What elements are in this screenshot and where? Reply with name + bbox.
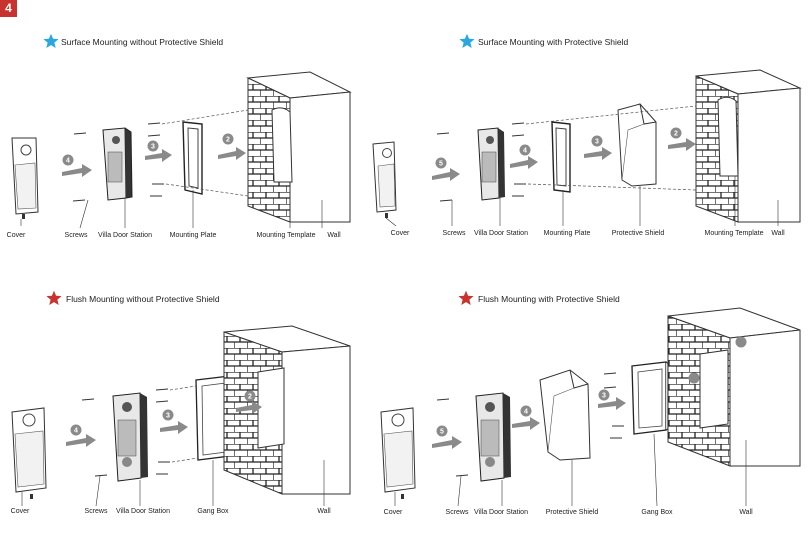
svg-text:4: 4: [74, 428, 78, 435]
svg-text:3: 3: [595, 139, 599, 146]
label-wall: Wall: [771, 230, 785, 237]
label-cover: Cover: [6, 232, 26, 239]
villa-door-station: [475, 392, 511, 482]
arrow-step-3: [598, 397, 626, 410]
villa-door-station: [477, 127, 505, 201]
label-villa-door-station: Villa Door Station: [474, 230, 528, 237]
wall: [695, 69, 802, 223]
svg-text:3: 3: [151, 144, 155, 151]
arrow-step-4: [512, 417, 540, 430]
blue-star-icon: [459, 33, 475, 49]
cover: [11, 137, 39, 219]
arrow-step-5: [432, 168, 460, 181]
label-mounting-plate: Mounting Plate: [169, 232, 217, 239]
label-villa-door-station: Villa Door Station: [474, 509, 528, 516]
villa-door-station: [102, 127, 133, 201]
arrow-step-4: [510, 156, 538, 169]
label-screws: Screws: [442, 230, 466, 237]
label-villa-door-station: Villa Door Station: [116, 508, 170, 515]
label-mounting-template: Mounting Template: [256, 232, 316, 239]
label-protective-shield: Protective Shield: [545, 509, 599, 516]
arrow-step-2: [218, 147, 246, 160]
label-screws: Screws: [64, 232, 88, 239]
label-protective-shield: Protective Shield: [611, 230, 665, 237]
blue-star-icon: [43, 33, 59, 49]
villa-door-station: [112, 392, 148, 482]
label-screws: Screws: [84, 508, 108, 515]
arrow-step-2: [236, 401, 262, 414]
panel-surface-no-shield: 4 3 2: [11, 71, 352, 229]
label-wall: Wall: [317, 508, 331, 515]
panel-title-surface-shield: Surface Mounting with Protective Shield: [478, 37, 629, 47]
svg-text:2: 2: [674, 131, 678, 138]
svg-text:4: 4: [524, 409, 528, 416]
wall: [246, 71, 352, 223]
step-number-badge: 4: [0, 0, 17, 17]
label-mounting-template: Mounting Template: [704, 230, 764, 237]
label-gang-box: Gang Box: [197, 508, 229, 515]
protective-shield: [539, 369, 591, 461]
panel-surface-shield: 5 4 3 2: [372, 69, 802, 227]
panel-flush-no-shield: 4 3 2: [11, 325, 351, 507]
arrow-step-5: [432, 436, 462, 449]
arrow-step-2: [668, 138, 696, 151]
red-star-icon: [458, 290, 474, 306]
svg-text:2: 2: [248, 394, 252, 401]
arrow-step-3: [145, 149, 172, 162]
label-cover: Cover: [383, 509, 403, 516]
svg-text:4: 4: [66, 158, 70, 165]
panel-title-flush-no-shield: Flush Mounting without Protective Shield: [66, 294, 220, 304]
label-cover: Cover: [390, 230, 410, 237]
label-cover: Cover: [10, 508, 30, 515]
panel-flush-shield: 5 4 3: [380, 307, 801, 507]
arrow-step-3: [160, 421, 188, 434]
mounting-plate: [551, 121, 571, 193]
arrow-step-4: [66, 434, 96, 447]
svg-text:3: 3: [602, 393, 606, 400]
mounting-plate: [182, 121, 203, 195]
svg-text:3: 3: [166, 413, 170, 420]
svg-text:2: 2: [226, 137, 230, 144]
protective-shield: [617, 103, 657, 187]
label-wall: Wall: [327, 232, 341, 239]
label-screws: Screws: [445, 509, 469, 516]
label-mounting-plate: Mounting Plate: [543, 230, 591, 237]
wall: [667, 307, 801, 467]
arrow-step-4: [62, 164, 92, 177]
svg-text:5: 5: [440, 429, 444, 436]
arrow-step-3: [584, 147, 612, 160]
cover: [11, 407, 47, 499]
panel-title-flush-shield: Flush Mounting with Protective Shield: [478, 294, 620, 304]
label-gang-box: Gang Box: [641, 509, 673, 516]
red-star-icon: [46, 290, 62, 306]
svg-text:4: 4: [523, 148, 527, 155]
cover: [372, 141, 397, 218]
label-wall: Wall: [739, 509, 753, 516]
label-villa-door-station: Villa Door Station: [98, 232, 152, 239]
cover: [380, 407, 416, 499]
svg-text:5: 5: [439, 161, 443, 168]
panel-title-surface-no-shield: Surface Mounting without Protective Shie…: [61, 37, 224, 47]
